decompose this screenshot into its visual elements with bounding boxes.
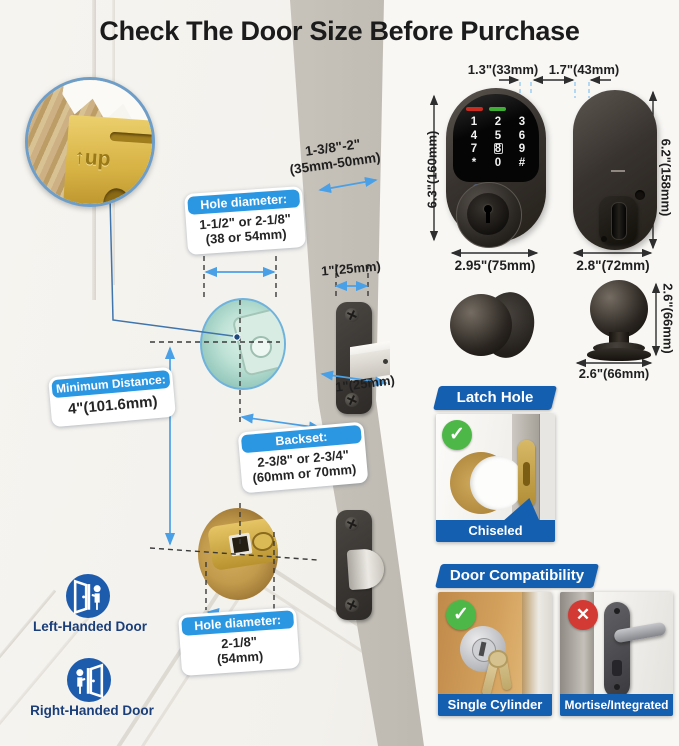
front-depth-label: 1.3"(33mm) bbox=[467, 62, 539, 77]
single-cylinder-card: ✓ Single Cylinder bbox=[438, 592, 552, 716]
red-indicator bbox=[466, 107, 483, 111]
knob-sphere bbox=[590, 280, 648, 338]
door-compatibility-title: Door Compatibility bbox=[449, 567, 585, 584]
knob-sphere bbox=[450, 294, 512, 356]
keypad[interactable]: 1 2 3 4 5 6 7 8 9 * 0 # bbox=[462, 116, 534, 170]
brass-latch-detail: ↑up bbox=[62, 114, 152, 204]
keyhole-icon[interactable] bbox=[484, 205, 492, 213]
page-title: Check The Door Size Before Purchase bbox=[99, 16, 580, 46]
key-9[interactable]: 9 bbox=[518, 143, 526, 155]
cylinder-housing bbox=[456, 182, 522, 248]
knob-base bbox=[587, 348, 651, 361]
plate-screw bbox=[614, 684, 620, 690]
up-marking: ↑up bbox=[73, 145, 112, 171]
cylinder-lock bbox=[460, 626, 506, 672]
back-width-label: 2.8"(72mm) bbox=[576, 258, 650, 273]
mortise-plate bbox=[604, 602, 630, 698]
back-depth-label: 1.7"(43mm) bbox=[548, 62, 620, 77]
screw-icon bbox=[345, 598, 359, 612]
check-icon: ✓ bbox=[446, 600, 476, 630]
key-hash[interactable]: # bbox=[518, 156, 526, 169]
cross-icon: ✕ bbox=[568, 600, 598, 630]
screw-icon bbox=[345, 517, 359, 531]
screw-hole bbox=[601, 236, 607, 242]
keyhole-slot bbox=[486, 211, 490, 223]
mortise-caption: Mortise/Integrated bbox=[560, 694, 673, 716]
cylinder-face bbox=[467, 193, 509, 235]
thumbturn-base bbox=[599, 196, 637, 244]
keypad-panel: 1 2 3 4 5 6 7 8 9 * 0 # bbox=[453, 94, 539, 182]
chiseled-caption: Chiseled bbox=[436, 520, 555, 542]
latch-hole-card: ✓ Chiseled bbox=[436, 414, 555, 542]
key-7[interactable]: 7 bbox=[470, 143, 478, 155]
latch-hole-banner: Latch Hole bbox=[433, 386, 557, 410]
door-knob-side bbox=[587, 280, 651, 362]
front-width-label: 2.95"(75mm) bbox=[454, 258, 536, 273]
latch-faceplate bbox=[518, 440, 535, 508]
callout-hole-diameter-bottom: Hole diameter: 2-1/8" (54mm) bbox=[178, 606, 300, 677]
plate-keyhole bbox=[612, 660, 622, 676]
callout-backset: Backset: 2-3/8" or 2-3/4" (60mm or 70mm) bbox=[237, 421, 369, 494]
screen-icon bbox=[494, 143, 503, 154]
key-1[interactable]: 1 bbox=[470, 116, 478, 128]
button[interactable] bbox=[635, 190, 645, 200]
screw-icon bbox=[345, 308, 359, 322]
single-cylinder-caption: Single Cylinder bbox=[438, 694, 552, 716]
thumbturn[interactable] bbox=[611, 202, 627, 240]
latch-slot bbox=[109, 131, 152, 145]
spindle-hole bbox=[228, 532, 253, 557]
mortise-card: ✕ Mortise/Integrated bbox=[560, 592, 673, 716]
green-indicator bbox=[489, 107, 506, 111]
front-height-label: 6.3"(160mm) bbox=[424, 130, 440, 209]
callout-hole-diameter-top: Hole diameter: 1-1/2" or 2-1/8" (38 or 5… bbox=[184, 185, 306, 256]
smart-lock-front: 1 2 3 4 5 6 7 8 9 * 0 # bbox=[446, 88, 546, 248]
key-5[interactable]: 5 bbox=[494, 129, 502, 142]
door-jamb-small bbox=[539, 414, 555, 542]
screw-icon bbox=[345, 393, 359, 407]
key-star[interactable]: * bbox=[471, 156, 477, 169]
bore-through bbox=[470, 456, 524, 510]
right-handed-door-icon bbox=[67, 658, 111, 702]
key-8[interactable]: 8 bbox=[494, 143, 502, 155]
door-knob-angled bbox=[450, 286, 540, 364]
plate-screw bbox=[614, 608, 620, 614]
smart-lock-back bbox=[573, 90, 657, 250]
latch-mechanism-detail bbox=[250, 336, 272, 358]
key-head bbox=[488, 650, 508, 668]
latch-faceplate-slot bbox=[523, 462, 530, 486]
door-compatibility-banner: Door Compatibility bbox=[435, 564, 599, 588]
knob-height-label: 2.6"(66mm) bbox=[660, 283, 676, 354]
left-handed-door-label: Left-Handed Door bbox=[33, 619, 147, 634]
key-6[interactable]: 6 bbox=[518, 129, 526, 142]
key-4[interactable]: 4 bbox=[470, 129, 478, 142]
check-icon: ✓ bbox=[442, 420, 472, 450]
knob-width-label: 2.6"(66mm) bbox=[578, 366, 650, 381]
seam-line bbox=[611, 170, 625, 172]
key-3[interactable]: 3 bbox=[518, 116, 526, 128]
back-height-label: 6.2"(158mm) bbox=[658, 138, 674, 217]
key-0[interactable]: 0 bbox=[494, 156, 502, 169]
right-handed-door-label: Right-Handed Door bbox=[30, 703, 154, 718]
deadbolt-bolt bbox=[350, 340, 392, 382]
key-2[interactable]: 2 bbox=[494, 116, 502, 128]
bolt-pin bbox=[383, 359, 388, 364]
bottom-bore-hole bbox=[198, 508, 278, 600]
latch-hole-title: Latch Hole bbox=[456, 389, 534, 406]
top-bore-hole bbox=[200, 298, 286, 390]
latch-detail-magnifier: ↑up bbox=[25, 77, 155, 207]
left-handed-door-icon bbox=[66, 574, 110, 618]
